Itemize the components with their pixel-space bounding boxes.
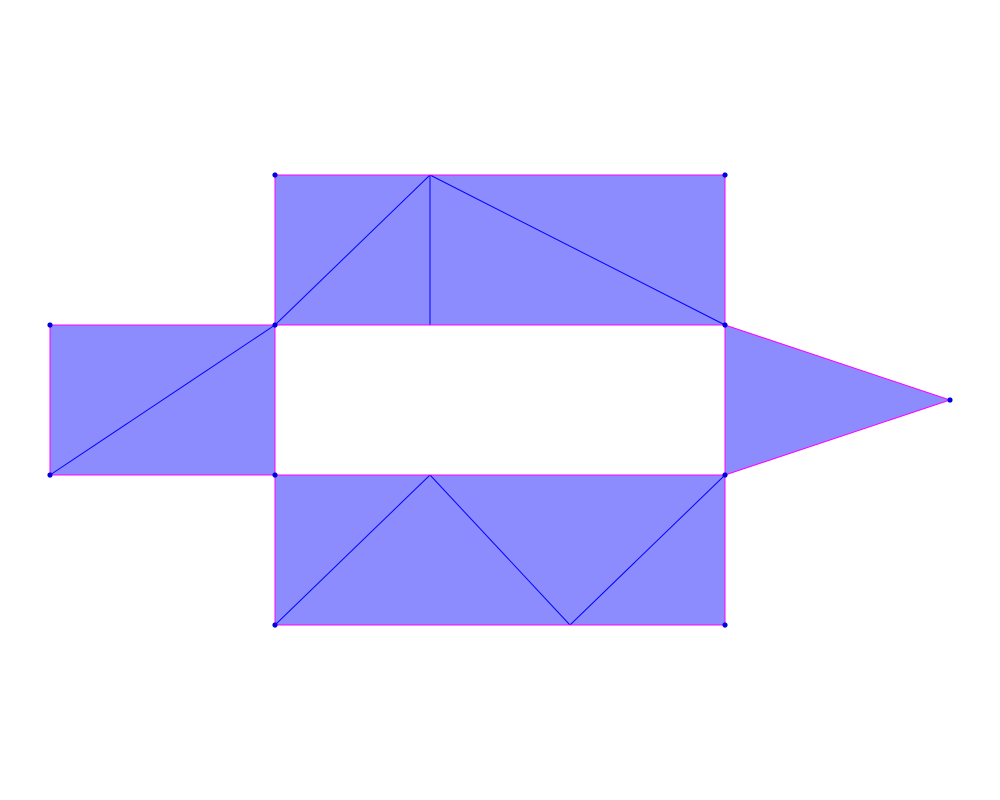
vertex-point-e [272, 322, 278, 328]
interior-edge-kn [429, 474, 571, 626]
vertex-point-l [722, 472, 728, 478]
vertex-point-c [722, 172, 728, 178]
interior-edge-ei [49, 324, 276, 476]
interior-edge-ln [569, 474, 726, 626]
vertex-point-g [722, 322, 728, 328]
vertex-point-i [47, 472, 53, 478]
triangle-face-kln [430, 475, 725, 625]
interior-edge-bg [429, 174, 726, 326]
outer-boundary [49, 174, 952, 626]
vertex-point-o [722, 622, 728, 628]
vertex-point-d [47, 322, 53, 328]
vertex-point-j [272, 472, 278, 478]
vertex-point-m [272, 622, 278, 628]
triangle-face-knm [275, 475, 570, 625]
interior-edge-km [274, 474, 431, 626]
triangle-face-ghl [725, 325, 950, 475]
interior-edges [49, 174, 726, 626]
interior-edge-be [274, 174, 431, 326]
vertex-point-h [947, 397, 953, 403]
vertex-point-a [272, 172, 278, 178]
vertex-points [47, 172, 953, 628]
